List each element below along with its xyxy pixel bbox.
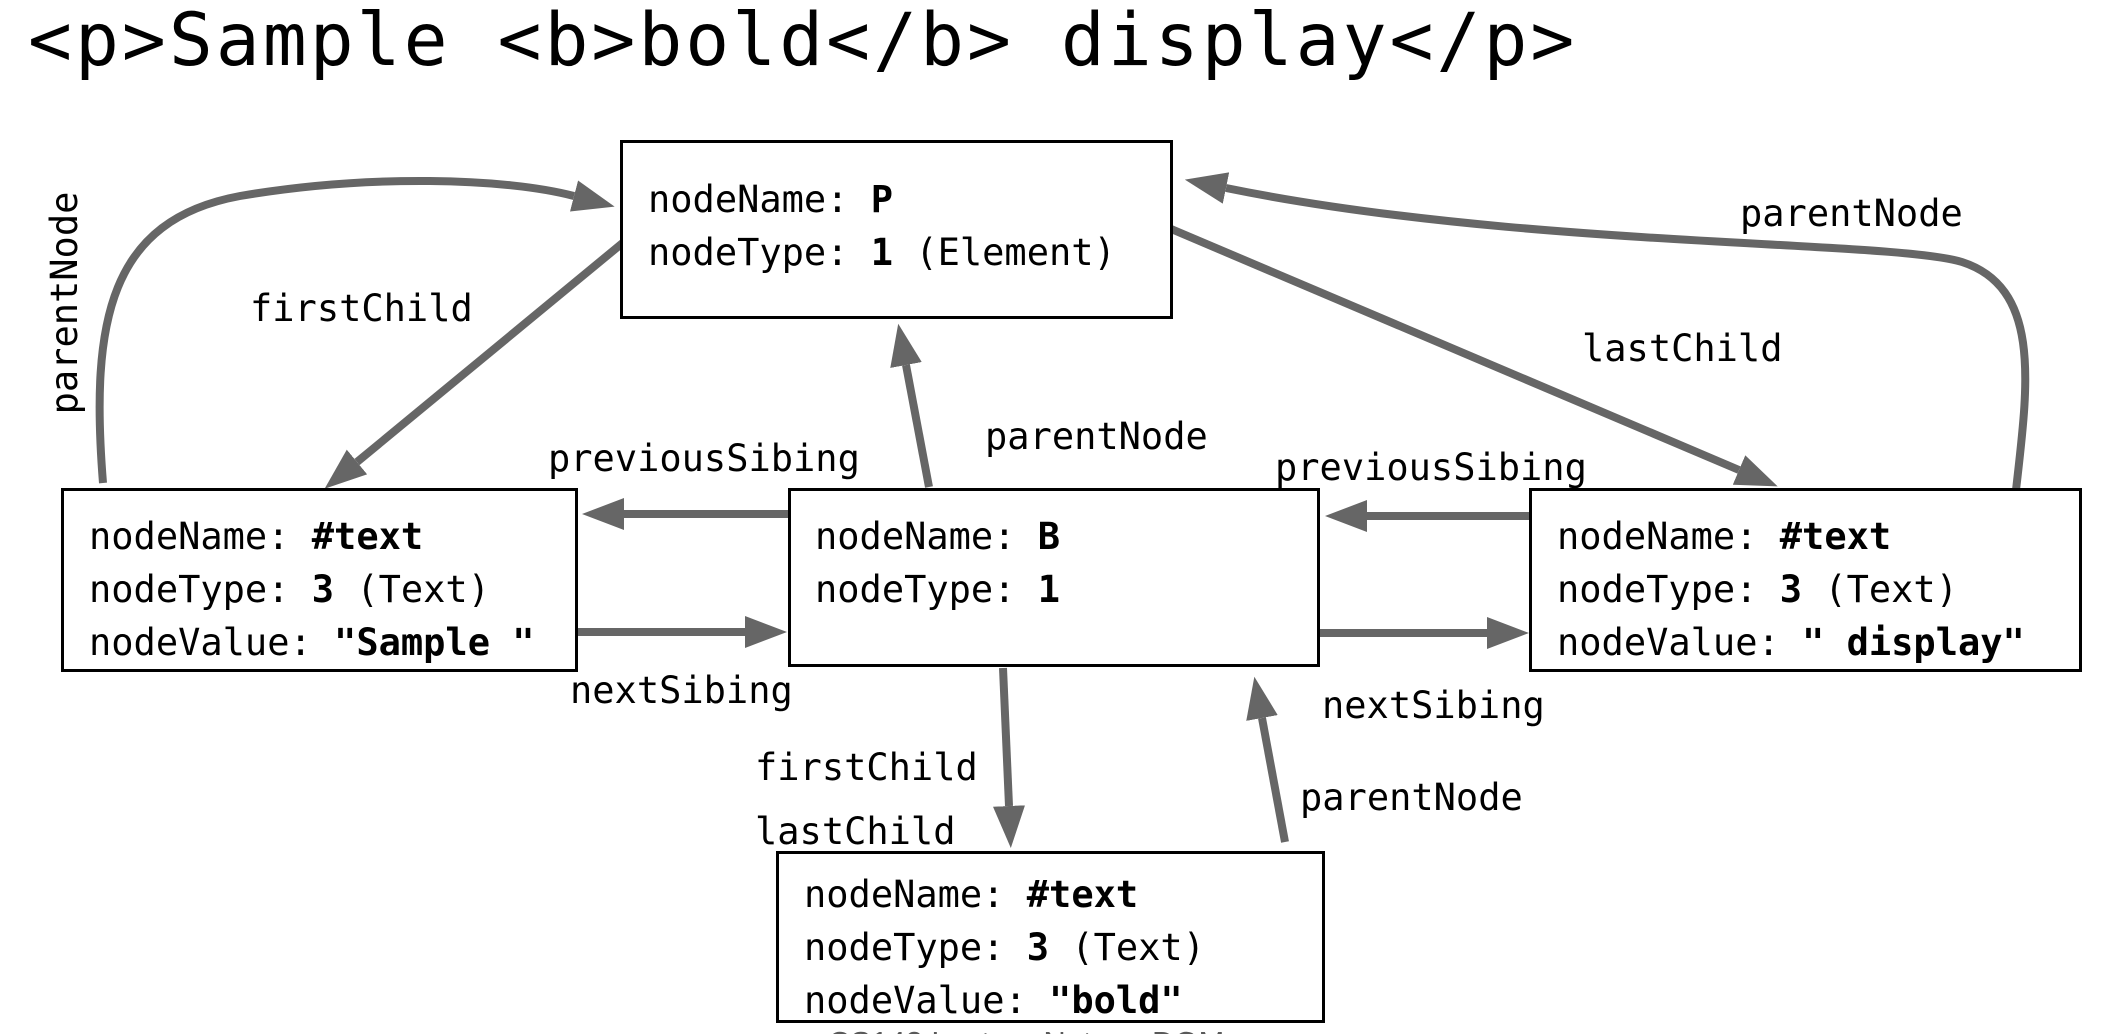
node-line: nodeName: #text [1557, 515, 1892, 558]
edge-label-previoussibing-right: previousSibing [1275, 446, 1587, 489]
node-line: nodeName: #text [89, 515, 424, 558]
arrow-parentnode-right-curve [1184, 172, 2030, 491]
edge-label-nextsibing-right: nextSibing [1322, 684, 1545, 727]
node-line: nodeName: P [648, 178, 894, 221]
edge-label-parentnode-bottom: parentNode [1300, 776, 1523, 819]
arrow-firstchild-top [324, 218, 651, 489]
edge-label-previoussibing-left: previousSibing [548, 437, 860, 480]
node-box-display-text: nodeName: #text nodeType: 3 (Text) nodeV… [1529, 488, 2082, 672]
node-box-b-element: nodeName: B nodeType: 1 [788, 488, 1320, 667]
edge-label-nextsibing-left: nextSibing [570, 669, 793, 712]
node-box-sample-text: nodeName: #text nodeType: 3 (Text) nodeV… [61, 488, 578, 672]
footer-text: CS142 Lecture Notes - DOM [828, 1025, 1224, 1034]
node-line: nodeType: 3 (Text) [89, 568, 490, 611]
arrow-firstchild-lastchild-down [993, 667, 1025, 848]
edge-label-lastchild-top: lastChild [1582, 327, 1783, 370]
arrow-parentnode-bottom-up [1246, 676, 1289, 843]
node-line: nodeValue: "Sample " [89, 621, 535, 664]
edge-label-parentnode-right: parentNode [1740, 192, 1963, 235]
arrow-parentnode-center-up [890, 323, 933, 488]
node-line: nodeName: #text [804, 873, 1139, 916]
node-line: nodeValue: " display" [1557, 621, 2025, 664]
arrow-parentnode-left-curve [95, 176, 615, 484]
node-line: nodeType: 1 [815, 568, 1061, 611]
node-line: nodeType: 1 (Element) [648, 231, 1116, 274]
edge-label-parentnode-center: parentNode [985, 415, 1208, 458]
node-box-p-element: nodeName: P nodeType: 1 (Element) [620, 140, 1173, 319]
edge-label-lastchild-bottom: lastChild [755, 810, 956, 853]
node-line: nodeType: 3 (Text) [804, 926, 1205, 969]
node-box-bold-text: nodeName: #text nodeType: 3 (Text) nodeV… [776, 851, 1325, 1023]
edge-label-firstchild-bottom: firstChild [755, 746, 978, 789]
node-line: nodeName: B [815, 515, 1061, 558]
page-title: <p>Sample <b>bold</b> display</p> [28, 0, 1578, 83]
edge-label-parentnode-left: parentNode [43, 191, 86, 415]
node-line: nodeValue: "bold" [804, 979, 1183, 1022]
edge-label-firstchild-top: firstChild [250, 287, 473, 330]
node-line: nodeType: 3 (Text) [1557, 568, 1958, 611]
arrow-lastchild-top [1148, 216, 1778, 487]
